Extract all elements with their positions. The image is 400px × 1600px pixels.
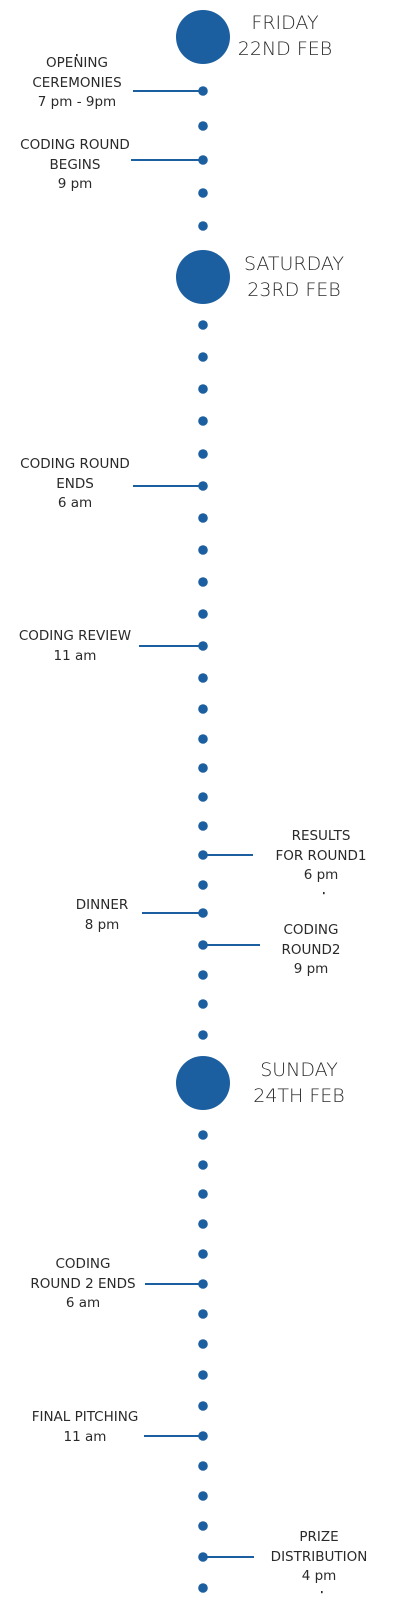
timeline-dot [198, 1219, 208, 1229]
timeline-dot [198, 1339, 208, 1349]
event-label-line: DISTRIBUTION [270, 1548, 368, 1565]
event-label-line: 11 am [63, 1428, 107, 1445]
timeline-dot [198, 1461, 208, 1471]
timeline-dot [198, 1491, 208, 1501]
day-header-saturday: SATURDAY 23RD FEB [244, 251, 344, 303]
day-date: 22ND FEB [237, 38, 333, 60]
event-label-coding-round2: CODING ROUND2 9 pm [282, 921, 341, 980]
timeline-dot [198, 821, 208, 831]
timeline-dot [198, 416, 208, 426]
timeline-dot [198, 449, 208, 459]
event-label-line: 9 pm [293, 961, 329, 977]
timeline-dot [198, 545, 208, 555]
timeline-dot [198, 704, 208, 714]
timeline-dot [198, 320, 208, 330]
event-label-line: CODING ROUND [20, 456, 130, 472]
event-label-coding-round-ends: CODING ROUND ENDS 6 am [20, 455, 130, 514]
timeline-dot [198, 609, 208, 619]
event-label-line: CODING REVIEW [18, 628, 132, 644]
event-label-line: ROUND2 [281, 941, 341, 958]
event-label-line: 7 pm - 9pm [37, 94, 117, 110]
timeline-dot [198, 1309, 208, 1319]
timeline-dot [198, 1249, 208, 1259]
event-label-dinner: DINNER 8 pm [76, 896, 128, 935]
timeline-dot [198, 673, 208, 683]
event-label-line: 6 pm [303, 867, 339, 883]
event-label-line: OPENING [46, 55, 108, 71]
timeline-dot [198, 1160, 208, 1170]
day-date: 24TH FEB [253, 1085, 345, 1107]
day-name: SATURDAY [243, 253, 345, 275]
day-header-friday: FRIDAY 22ND FEB [238, 10, 332, 62]
event-label-line: DINNER [75, 897, 129, 913]
day-marker-circle [176, 1056, 230, 1110]
event-label-line: ENDS [56, 475, 94, 492]
timeline-dot [198, 1370, 208, 1380]
timeline-dot [198, 121, 208, 131]
timeline-dot [198, 1130, 208, 1140]
timeline-dot [198, 221, 208, 231]
timeline-dot [198, 880, 208, 890]
day-marker-circle [176, 250, 230, 304]
timeline-dot [198, 1583, 208, 1593]
event-label-prize-distribution: PRIZE DISTRIBUTION 4 pm [271, 1528, 368, 1587]
timeline-dot [198, 763, 208, 773]
day-name: FRIDAY [251, 12, 319, 34]
day-name: SUNDAY [260, 1059, 338, 1081]
event-label-results-round1: RESULTS FOR ROUND1 6 pm [275, 827, 366, 886]
event-label-line: 8 pm [84, 916, 120, 933]
tick-mark [323, 892, 325, 895]
day-header-sunday: SUNDAY 24TH FEB [253, 1057, 344, 1109]
timeline-dot [198, 1401, 208, 1411]
event-label-line: CEREMONIES [32, 74, 122, 91]
timeline-dot [198, 792, 208, 802]
event-label-line: CODING [55, 1256, 111, 1272]
event-label-opening-ceremonies: OPENING CEREMONIES 7 pm - 9pm [32, 54, 121, 113]
event-label-coding-round-begins: CODING ROUND BEGINS 9 pm [20, 136, 130, 195]
timeline-dot [198, 513, 208, 523]
event-label-line: 9 pm [57, 176, 93, 192]
timeline-dot [198, 577, 208, 587]
event-label-line: 6 am [57, 495, 93, 511]
event-label-coding-round-2-ends: CODING ROUND 2 ENDS 6 am [30, 1255, 135, 1314]
timeline-dot [198, 1521, 208, 1531]
timeline-dot [198, 970, 208, 980]
event-label-final-pitching: FINAL PITCHING 11 am [32, 1408, 139, 1447]
timeline-dot [198, 999, 208, 1009]
event-label-coding-review: CODING REVIEW 11 am [19, 627, 131, 666]
timeline-dot [198, 1189, 208, 1199]
event-label-line: FINAL PITCHING [31, 1409, 139, 1425]
event-label-line: ROUND 2 ENDS [30, 1275, 136, 1292]
event-label-line: BEGINS [49, 156, 101, 173]
tick-mark [76, 54, 78, 57]
timeline-dot [198, 188, 208, 198]
event-label-line: PRIZE [299, 1529, 339, 1545]
event-label-line: FOR ROUND1 [275, 847, 367, 864]
timeline-dot [198, 384, 208, 394]
event-label-line: RESULTS [291, 828, 351, 844]
event-label-line: 6 am [65, 1295, 101, 1311]
event-label-line: CODING [283, 922, 339, 938]
timeline-dot [198, 734, 208, 744]
day-date: 23RD FEB [247, 279, 341, 301]
event-label-line: 11 am [53, 647, 97, 664]
event-label-line: CODING ROUND [20, 137, 130, 153]
event-label-line: 4 pm [301, 1568, 337, 1584]
tick-mark [321, 1591, 323, 1594]
timeline-dot [198, 352, 208, 362]
day-marker-circle [176, 10, 230, 64]
timeline-dot [198, 1030, 208, 1040]
